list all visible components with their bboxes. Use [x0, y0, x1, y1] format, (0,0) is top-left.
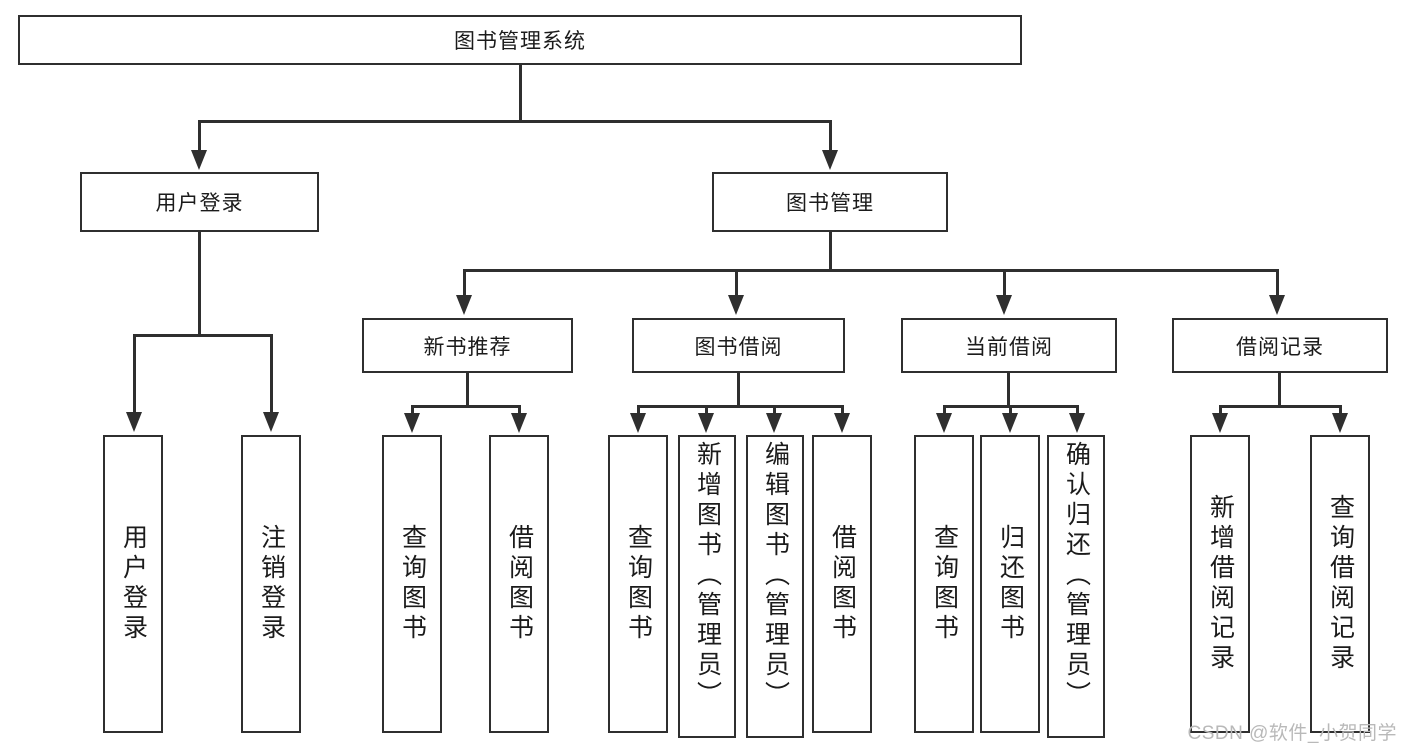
leaf-user-login[interactable]: 用户登录 — [103, 435, 163, 733]
arrow-cb-to-return — [1002, 413, 1018, 433]
connector-bb-to-borrow — [841, 405, 844, 417]
node-label: 新书推荐 — [423, 335, 512, 359]
connector-bb-to-add — [705, 405, 708, 417]
arrow-bb-to-borrow — [834, 413, 850, 433]
leaf-label: 注销登录 — [257, 524, 286, 644]
arrow-bm-to-new-book — [456, 295, 472, 315]
leaf-return-book[interactable]: 归还图书 — [980, 435, 1040, 733]
leaf-add-borrow-record[interactable]: 新增借阅记录 — [1190, 435, 1250, 733]
connector-root-to-user-login — [198, 120, 201, 152]
leaf-label: 借阅图书 — [505, 524, 534, 644]
arrow-br-to-query — [1332, 413, 1348, 433]
arrow-new-book-to-borrow — [511, 413, 527, 433]
connector-cb-to-return — [1009, 405, 1012, 417]
leaf-label: 归还图书 — [996, 524, 1025, 644]
leaf-borrow-book-new-book[interactable]: 借阅图书 — [489, 435, 549, 733]
leaf-query-book-borrowing[interactable]: 查询图书 — [608, 435, 668, 733]
node-label: 图书借阅 — [694, 335, 783, 359]
arrow-bb-to-edit — [766, 413, 782, 433]
arrow-user-login-to-login-leaf — [126, 412, 142, 432]
arrow-bb-to-query — [630, 413, 646, 433]
connector-root-stem — [519, 65, 522, 122]
arrow-bm-to-book-borrow — [728, 295, 744, 315]
connector-new-book-to-query — [411, 405, 414, 417]
leaf-label: 用户登录 — [119, 524, 148, 644]
node-book-borrowing[interactable]: 图书借阅 — [632, 318, 845, 373]
node-user-login[interactable]: 用户登录 — [80, 172, 319, 232]
connector-new-book-to-borrow — [518, 405, 521, 417]
leaf-query-book-current[interactable]: 查询图书 — [914, 435, 974, 733]
connector-new-book-stem — [466, 373, 469, 408]
leaf-label: 查询图书 — [624, 524, 653, 644]
arrow-root-to-user-login — [191, 150, 207, 170]
connector-br-to-query — [1339, 405, 1342, 417]
connector-borrow-record-bar — [1219, 405, 1341, 408]
arrow-cb-to-query — [936, 413, 952, 433]
connector-new-book-bar — [411, 405, 521, 408]
arrow-cb-to-confirm — [1069, 413, 1085, 433]
leaf-label: 查询图书 — [398, 524, 427, 644]
connector-root-to-book-management — [829, 120, 832, 152]
node-current-borrowing[interactable]: 当前借阅 — [901, 318, 1117, 373]
node-label: 图书管理系统 — [454, 30, 586, 53]
connector-cb-to-query — [943, 405, 946, 417]
connector-current-borrow-stem — [1007, 373, 1010, 408]
node-label: 借阅记录 — [1236, 335, 1324, 359]
leaf-edit-book-admin[interactable]: 编辑图书（管理员） — [746, 435, 804, 738]
connector-bm-to-book-borrow — [735, 269, 738, 297]
arrow-user-login-to-logout-leaf — [263, 412, 279, 432]
connector-bm-to-borrow-record — [1276, 269, 1279, 297]
connector-bm-to-new-book — [463, 269, 466, 297]
node-book-management[interactable]: 图书管理 — [712, 172, 948, 232]
connector-br-to-add — [1219, 405, 1222, 417]
arrow-bb-to-add — [698, 413, 714, 433]
arrow-bm-to-borrow-record — [1269, 295, 1285, 315]
leaf-logout[interactable]: 注销登录 — [241, 435, 301, 733]
connector-user-login-to-logout-leaf — [270, 334, 273, 414]
leaf-query-book-new-book[interactable]: 查询图书 — [382, 435, 442, 733]
leaf-confirm-return-admin[interactable]: 确认归还（管理员） — [1047, 435, 1105, 738]
node-label: 图书管理 — [786, 192, 874, 215]
arrow-bm-to-current-borrow — [996, 295, 1012, 315]
watermark: CSDN @软件_小贺同学 — [1187, 723, 1397, 744]
leaf-label: 查询借阅记录 — [1326, 494, 1355, 674]
connector-user-login-to-login-leaf — [133, 334, 136, 414]
node-root-book-management-system[interactable]: 图书管理系统 — [18, 15, 1022, 65]
connector-book-management-stem — [829, 232, 832, 272]
leaf-label: 新增借阅记录 — [1206, 494, 1235, 674]
leaf-query-borrow-record[interactable]: 查询借阅记录 — [1310, 435, 1370, 733]
connector-borrow-record-stem — [1278, 373, 1281, 408]
node-borrowing-records[interactable]: 借阅记录 — [1172, 318, 1388, 373]
leaf-add-book-admin[interactable]: 新增图书（管理员） — [678, 435, 736, 738]
connector-bb-to-query — [637, 405, 640, 417]
connector-book-borrow-bar — [637, 405, 843, 408]
connector-user-login-stem — [198, 232, 201, 336]
arrow-root-to-book-management — [822, 150, 838, 170]
leaf-label: 查询图书 — [930, 524, 959, 644]
connector-root-bar — [198, 120, 832, 123]
node-label: 用户登录 — [155, 192, 244, 215]
leaf-label: 新增图书（管理员） — [693, 441, 722, 711]
leaf-borrow-book-borrowing[interactable]: 借阅图书 — [812, 435, 872, 733]
arrow-br-to-add — [1212, 413, 1228, 433]
node-label: 当前借阅 — [965, 335, 1053, 359]
arrow-new-book-to-query — [404, 413, 420, 433]
leaf-label: 确认归还（管理员） — [1062, 441, 1091, 711]
leaf-label: 编辑图书（管理员） — [761, 441, 790, 711]
connector-user-login-bar — [133, 334, 273, 337]
leaf-label: 借阅图书 — [828, 524, 857, 644]
connector-cb-to-confirm — [1076, 405, 1079, 417]
connector-book-management-bar — [463, 269, 1279, 272]
node-new-book-recommendation[interactable]: 新书推荐 — [362, 318, 573, 373]
connector-bm-to-current-borrow — [1003, 269, 1006, 297]
connector-bb-to-edit — [773, 405, 776, 417]
connector-book-borrow-stem — [737, 373, 740, 408]
